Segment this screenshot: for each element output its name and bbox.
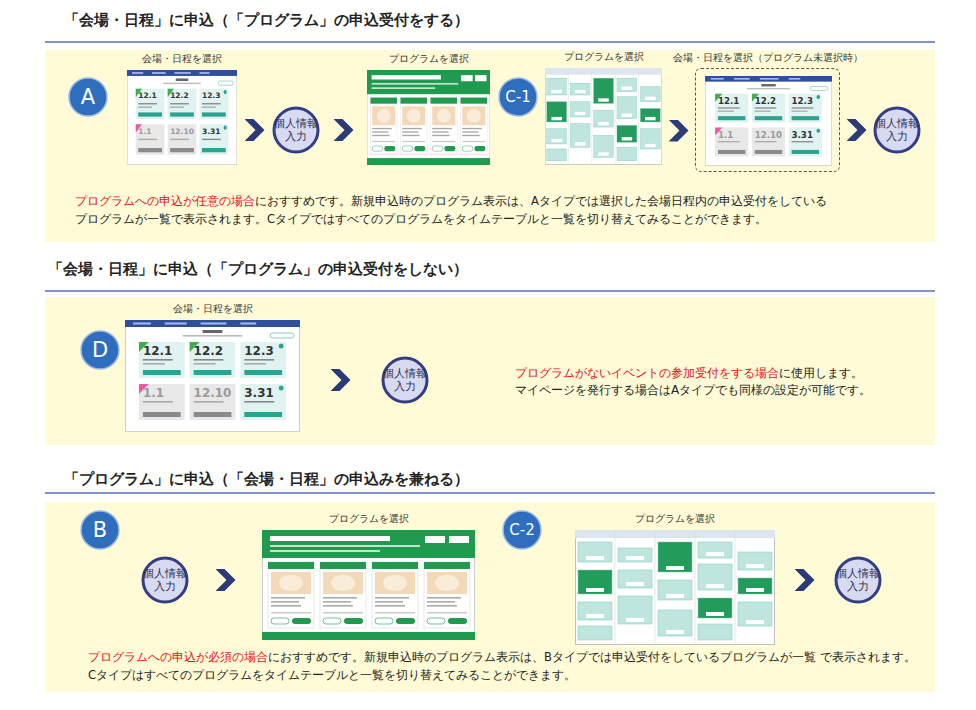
step-text: 個人情報 入力 [143, 567, 187, 593]
screen-box: プログラムを選択 [545, 68, 662, 165]
screen-caption: プログラムを選択 [635, 513, 715, 526]
section-panel: 「会場・日程」に申込（「プログラム」の申込受付をしない）プログラムがないイベント… [45, 297, 935, 445]
date-label: 12.1 [138, 92, 157, 100]
screen-caption: 会場・日程を選択（プログラム未選択時） [673, 52, 863, 65]
screen-box: プログラムを選択 [575, 530, 775, 645]
description: プログラムがないイベントの参加受付をする場合に使用します。 マイページを発行する… [515, 365, 935, 399]
input-circle: 個人情報 入力 [873, 106, 921, 154]
timetable-screenshot [545, 68, 662, 165]
type-badge: C-1 [498, 77, 538, 117]
input-circle: 個人情報 入力 [834, 556, 882, 604]
screen-caption: プログラムを選択 [564, 51, 644, 64]
date-label: 12.3 [792, 97, 813, 106]
date-label: 12.10 [170, 128, 194, 136]
date-label: 3.31 [792, 131, 813, 140]
highlight-text: プログラムへの申込が必須の場合 [88, 650, 268, 664]
description: プログラムへの申込が必須の場合におすすめです。新規申込時のプログラム表示は、Bタ… [88, 648, 938, 684]
type-badge: B [80, 510, 120, 550]
heading-rule [45, 42, 935, 493]
venue-screenshot [127, 70, 237, 165]
section-heading: 「会場・日程」に申込（「プログラム」の申込受付をしない） [48, 260, 468, 279]
date-label: 12.1 [143, 346, 172, 358]
date-label: 12.10 [755, 131, 782, 140]
flow-chevron [300, 379, 381, 381]
type-badge: A [68, 77, 108, 117]
type-letter: C-2 [504, 523, 540, 538]
date-label: 1.1 [143, 388, 164, 400]
venue-screenshot [705, 76, 832, 166]
type-letter: D [82, 340, 118, 361]
date-label: 1.1 [718, 131, 733, 140]
venue-screenshot [125, 320, 300, 432]
flow-chevron [840, 129, 873, 131]
screen-caption: 会場・日程を選択 [173, 303, 253, 316]
input-circle: 個人情報 入力 [272, 106, 320, 154]
flow-chevron [662, 130, 695, 132]
date-label: 12.3 [244, 346, 273, 358]
type-letter: B [82, 520, 118, 541]
section-heading: 「会場・日程」に申込（「プログラム」の申込受付をする） [64, 11, 469, 30]
date-label: 12.1 [718, 97, 739, 106]
type-letter: A [70, 87, 106, 108]
screen-caption: 会場・日程を選択 [142, 53, 222, 66]
description: プログラムへの申込が任意の場合におすすめです。新規申込時のプログラム表示は、Aタ… [75, 192, 935, 228]
type-badge: D [80, 330, 120, 370]
date-label: 12.2 [194, 346, 223, 358]
flow-chevron [320, 129, 367, 131]
section-heading: 「プログラム」に申込（「会場・日程」の申込みを兼ねる） [64, 470, 469, 489]
timetable-screenshot [575, 530, 775, 645]
date-label: 12.2 [170, 92, 189, 100]
screen-box: 会場・日程を選択 [125, 320, 300, 432]
date-label: 3.31 [202, 128, 221, 136]
screen-box: 会場・日程を選択 [127, 70, 237, 165]
step-text: 個人情報 入力 [875, 117, 919, 143]
type-badge: C-2 [502, 510, 542, 550]
section-panel: 「プログラム」に申込（「会場・日程」の申込みを兼ねる）プログラムへの申込が必須の… [45, 502, 935, 692]
screen-box: プログラムを選択 [367, 70, 490, 165]
date-label: 12.2 [755, 97, 776, 106]
section-panel: 「会場・日程」に申込（「プログラム」の申込受付をする）プログラムへの申込が任意の… [45, 50, 935, 242]
step-text: 個人情報 入力 [274, 117, 318, 143]
date-label: 12.10 [194, 388, 232, 400]
step-text: 個人情報 入力 [836, 567, 880, 593]
program-screenshot [367, 70, 490, 165]
flow-chevron [189, 579, 262, 581]
date-label: 3.31 [244, 388, 273, 400]
flow-chevron [775, 579, 834, 581]
program-screenshot [262, 530, 475, 640]
date-label: 12.3 [202, 92, 221, 100]
screen-caption: プログラムを選択 [389, 53, 469, 66]
type-letter: C-1 [500, 90, 536, 105]
input-circle: 個人情報 入力 [381, 356, 429, 404]
date-label: 1.1 [138, 128, 151, 136]
input-circle: 個人情報 入力 [141, 556, 189, 604]
screen-box: プログラムを選択 [262, 530, 475, 640]
screen-caption: プログラムを選択 [329, 513, 409, 526]
dashed-group: 会場・日程を選択（プログラム未選択時） [695, 68, 840, 172]
highlight-text: プログラムがないイベントの参加受付をする場合 [515, 366, 779, 380]
flow-chevron [237, 129, 272, 131]
highlight-text: プログラムへの申込が任意の場合 [75, 194, 255, 208]
step-text: 個人情報 入力 [383, 367, 427, 393]
